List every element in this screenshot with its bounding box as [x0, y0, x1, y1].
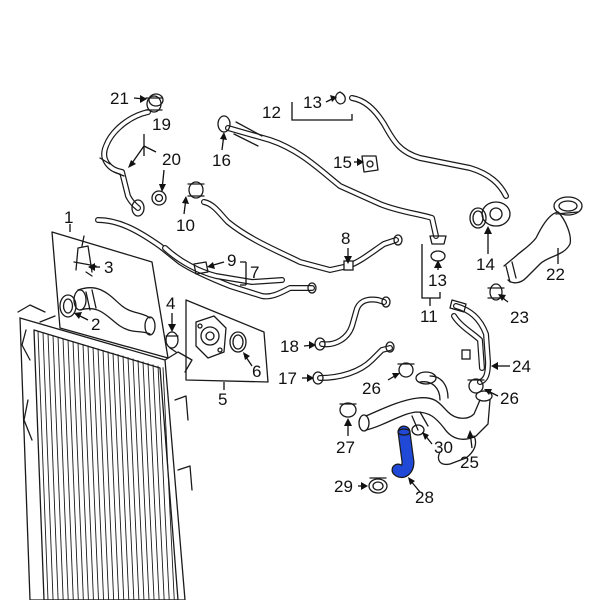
- pipe-24: [449, 299, 491, 385]
- pipe-19-20: [99, 95, 167, 217]
- radiator-fin: [137, 359, 150, 600]
- radiator-fin: [127, 357, 140, 600]
- radiator-fin: [97, 348, 110, 600]
- callout-4: 4: [166, 294, 175, 313]
- radiator-fin: [157, 365, 170, 600]
- part-26-clamp-b: [467, 378, 485, 394]
- part-28-hose-highlighted[interactable]: [391, 425, 415, 479]
- callout-1: 1: [64, 208, 73, 227]
- radiator-fin: [102, 349, 115, 600]
- callout-26-right: 26: [500, 389, 519, 408]
- callout-30: 30: [434, 438, 453, 457]
- part-2-hose: [59, 287, 156, 336]
- radiator-fin: [87, 345, 99, 600]
- callout-labels: 1 2 3 4 5 6 7 8 9 10 11 12 13 13 14 15 1…: [64, 89, 565, 507]
- callout-8: 8: [341, 229, 350, 248]
- box-group-1: [51, 231, 169, 359]
- part-22-hose: [503, 196, 583, 284]
- radiator-fin: [162, 367, 175, 600]
- part-27-clamp: [339, 402, 357, 418]
- clamp-ring: [148, 93, 164, 107]
- pipe-16: [217, 115, 447, 245]
- radiator-fin: [42, 332, 54, 600]
- callout-16: 16: [212, 151, 231, 170]
- part-4-clamp: [165, 331, 179, 353]
- radiator-fin: [132, 358, 145, 600]
- callout-29: 29: [334, 477, 353, 496]
- radiator-fin: [77, 342, 89, 600]
- part-13-gasket: [430, 250, 446, 262]
- callout-15: 15: [333, 153, 352, 172]
- radiator-fin: [147, 362, 160, 600]
- callout-28: 28: [415, 488, 434, 507]
- radiator-fin: [82, 344, 94, 600]
- radiator-fin: [142, 361, 155, 600]
- radiator-fin: [122, 355, 135, 600]
- part-21-clamp: [148, 93, 164, 107]
- callout-9: 9: [227, 251, 236, 270]
- part-15-bracket: [361, 155, 379, 173]
- radiator-fin: [67, 339, 79, 600]
- radiator-fin: [47, 333, 59, 600]
- callout-13-lower: 13: [428, 271, 447, 290]
- radiator-fin: [52, 335, 64, 600]
- callout-3: 3: [104, 258, 113, 277]
- callout-14: 14: [476, 255, 495, 274]
- callout-2: 2: [91, 315, 100, 334]
- callout-12: 12: [262, 103, 281, 122]
- pipe-upper-long: [95, 217, 317, 300]
- callout-22: 22: [546, 265, 565, 284]
- part-9-clip: [193, 261, 209, 275]
- pipe-10-8: [187, 181, 403, 273]
- callout-10: 10: [176, 216, 195, 235]
- radiator-fin: [57, 336, 69, 600]
- part-29-clamp: [368, 477, 388, 494]
- part-6-housing: [195, 315, 247, 359]
- leaders: [69, 95, 559, 493]
- callout-23: 23: [510, 308, 529, 327]
- part-14-flange: [469, 201, 511, 229]
- callout-27: 27: [336, 438, 355, 457]
- radiator-fin: [107, 351, 120, 600]
- callout-21: 21: [110, 89, 129, 108]
- part-25-hose: [358, 371, 493, 466]
- radiator-fin: [117, 354, 130, 600]
- callout-20: 20: [162, 150, 181, 169]
- radiator-fin: [62, 338, 74, 600]
- callout-17: 17: [278, 369, 297, 388]
- callout-25: 25: [460, 453, 479, 472]
- radiator-fin: [37, 330, 49, 600]
- callout-19: 19: [152, 115, 171, 134]
- radiator-fin: [152, 364, 165, 600]
- radiator-fin: [92, 346, 104, 600]
- callout-6: 6: [252, 362, 261, 381]
- pipe-17: [312, 341, 395, 385]
- box-group-5: [185, 299, 269, 383]
- radiator: [17, 304, 193, 600]
- radiator-fin: [72, 341, 84, 600]
- part-30-clamp: [411, 424, 425, 436]
- callout-26-left: 26: [362, 379, 381, 398]
- callout-18: 18: [280, 337, 299, 356]
- pipe-18: [314, 296, 391, 351]
- pipe-13-14: [334, 91, 509, 199]
- radiator-fin: [112, 352, 125, 600]
- callout-13-top: 13: [303, 93, 322, 112]
- callout-7: 7: [250, 263, 259, 282]
- callout-5: 5: [218, 390, 227, 409]
- callout-11: 11: [420, 307, 438, 326]
- part-26-clamp-a: [397, 362, 415, 378]
- callout-24: 24: [512, 357, 531, 376]
